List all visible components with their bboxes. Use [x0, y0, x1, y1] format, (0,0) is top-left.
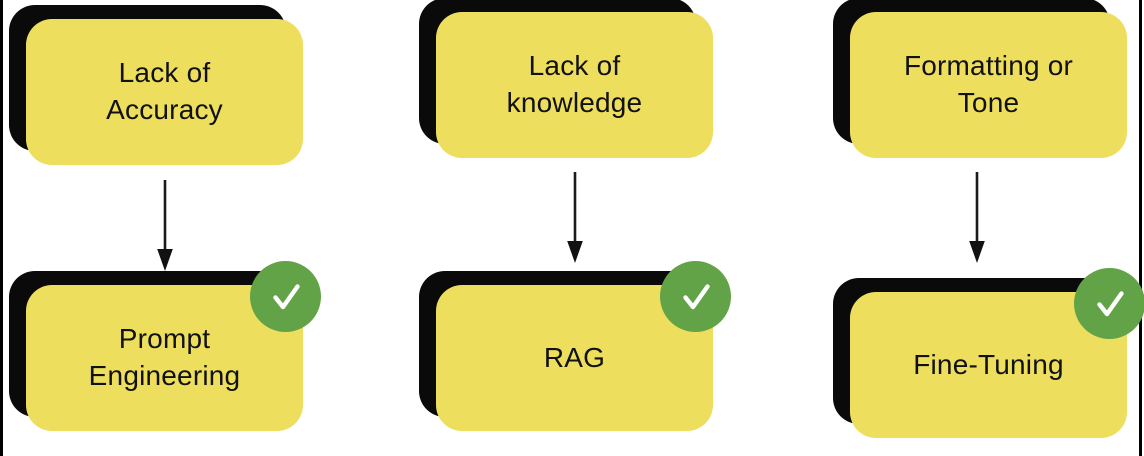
flow-column-accuracy: Lack of Accuracy Prompt Engineering	[0, 0, 330, 456]
problem-node-label: Lack of Accuracy	[106, 57, 223, 125]
node-card[interactable]: Prompt Engineering	[26, 285, 303, 431]
node-card[interactable]: Fine-Tuning	[850, 292, 1127, 438]
problem-node-lack-of-accuracy[interactable]: Lack of Accuracy	[9, 5, 303, 165]
check-mark-icon[interactable]	[250, 261, 321, 332]
solution-node-prompt-engineering[interactable]: Prompt Engineering	[9, 261, 321, 431]
solution-node-label: Prompt Engineering	[88, 323, 241, 391]
arrow-down-icon-accuracy	[152, 180, 178, 272]
node-card[interactable]: Lack of Accuracy	[26, 19, 303, 165]
problem-node-label: Formatting or Tone	[903, 50, 1074, 118]
solution-node-label: Fine-Tuning	[913, 348, 1064, 380]
node-card[interactable]: Lack of knowledge	[436, 12, 713, 158]
problem-node-formatting-or-tone[interactable]: Formatting or Tone	[833, 0, 1127, 158]
flow-column-knowledge: Lack of knowledge RAG	[404, 0, 734, 456]
solution-node-fine-tuning[interactable]: Fine-Tuning	[833, 268, 1144, 438]
check-mark-icon[interactable]	[660, 261, 731, 332]
solution-node-label: RAG	[543, 341, 606, 373]
flow-column-formatting: Formatting or Tone Fine-Tuning	[806, 0, 1144, 456]
check-mark-icon[interactable]	[1074, 268, 1144, 339]
frame-rule-left	[0, 0, 3, 456]
frame-rule-right	[1139, 0, 1142, 456]
solution-node-rag[interactable]: RAG	[419, 261, 731, 431]
problem-node-lack-of-knowledge[interactable]: Lack of knowledge	[419, 0, 713, 158]
node-card[interactable]: Formatting or Tone	[850, 12, 1127, 158]
problem-node-label: Lack of knowledge	[506, 50, 643, 118]
arrow-down-icon-formatting	[964, 172, 990, 264]
arrow-down-icon-knowledge	[562, 172, 588, 264]
